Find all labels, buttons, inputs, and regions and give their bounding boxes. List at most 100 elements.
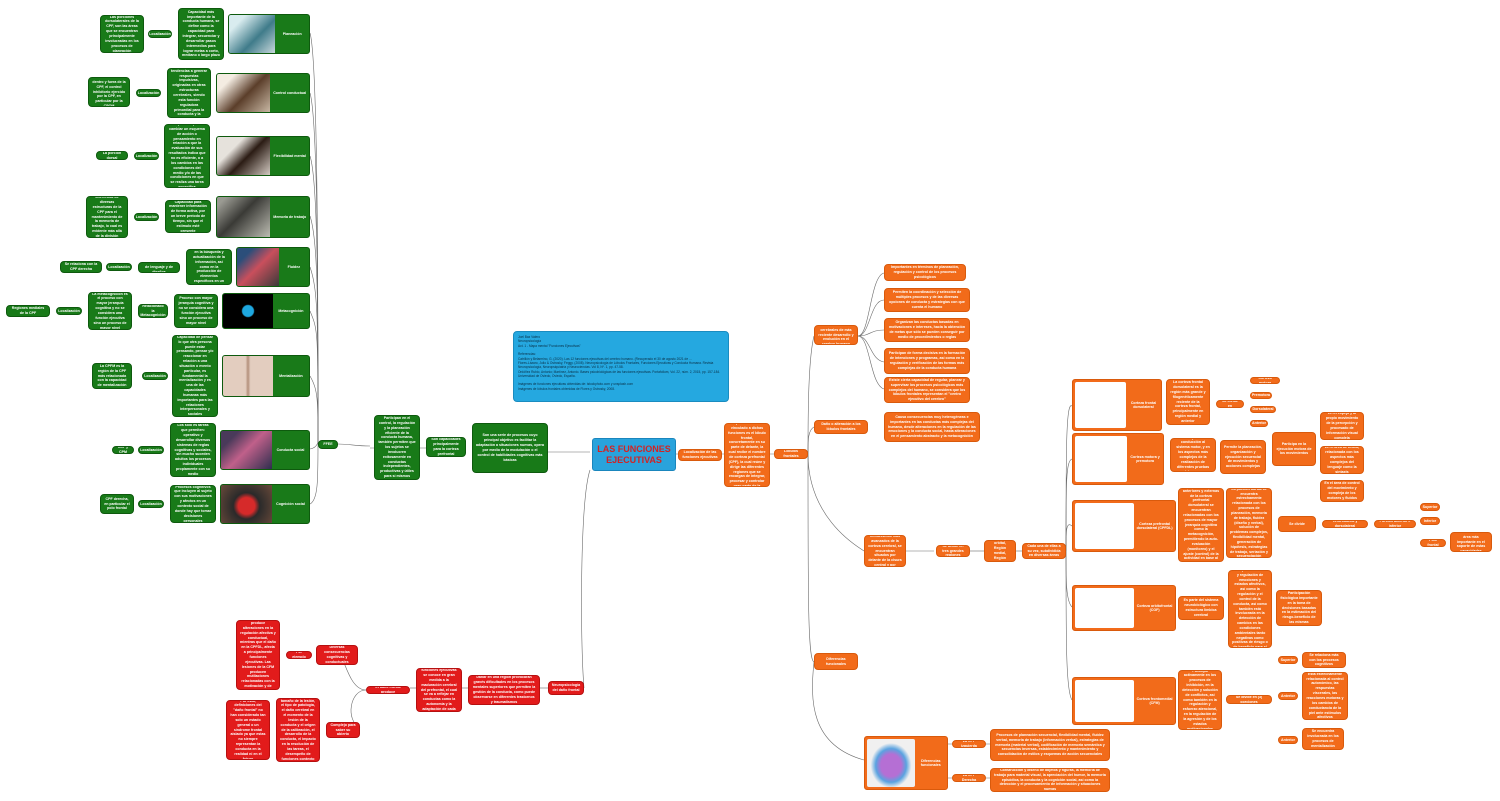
cortex-split[interactable]: Se divide	[1278, 516, 1316, 532]
loc-label[interactable]: Localización	[106, 263, 132, 271]
example-label[interactable]: Por ejemplo	[286, 651, 312, 659]
cortex-desc-3[interactable]: Participación fisiológica importante en …	[1276, 590, 1322, 626]
branch-desc[interactable]: Capacidad más importante de la conducta …	[178, 8, 224, 60]
definition-node[interactable]: Son capacidades principalmente para la c…	[426, 437, 466, 457]
cortex-desc[interactable]: Es parte del sistema neurobiológico con …	[1178, 596, 1224, 620]
loc-desc[interactable]: Existe participación diferencial de dive…	[86, 196, 128, 238]
syndrome-node[interactable]: El daño frontal produce	[366, 686, 410, 694]
branch-metacognicion[interactable]: Metacognición	[222, 293, 310, 329]
cortex-prefrontal-dorsolateral[interactable]: Corteza prefrontal dorsolateral (CPFDL)	[1072, 500, 1176, 552]
cortex-sub[interactable]: Inferior	[1420, 517, 1440, 525]
intro1-item[interactable]: Organizan las conductas basadas en motiv…	[884, 318, 970, 342]
intro1-item[interactable]: Importantes en términos de planeación, r…	[884, 264, 966, 281]
loc-desc[interactable]: Pueden ser: Fluidez de lenguaje y de dis…	[138, 262, 180, 273]
branch-desc[interactable]: Los sólo es tareas que permiten: operati…	[170, 423, 216, 477]
neuro-text[interactable]: Dañar en una región provocarán gravés di…	[468, 675, 540, 705]
cortex-desc[interactable]: Participa activamente en los procesos de…	[1178, 670, 1222, 730]
alterations-node[interactable]: Daño o alteración a los lóbulos frontale…	[814, 420, 868, 434]
loc-label[interactable]: Localización	[134, 152, 159, 160]
intro-node[interactable]: Participan en el control, la regulación …	[374, 415, 420, 480]
diff-left-val[interactable]: Procesos de planeación secuencial, flexi…	[990, 729, 1110, 761]
branch-flexibilidad-mental[interactable]: Flexibilidad mental	[216, 136, 310, 176]
diff-right-key[interactable]: La CPF Derecha	[952, 774, 986, 782]
cortex-sub[interactable]: Polo frontal	[1420, 539, 1446, 547]
cortex-split-2[interactable]: Ventrolateral y dorsolateral	[1322, 520, 1368, 528]
region-node[interactable]: La región cerebral que más se ha vincula…	[724, 423, 770, 487]
diff-right-val[interactable]: Construcción y diseño de objetos y figur…	[990, 768, 1110, 792]
intro1-item[interactable]: Permiten la coordinación y selección de …	[884, 288, 970, 312]
cortex-desc[interactable]: La corteza frontal dorsolateral es la re…	[1166, 379, 1210, 425]
cortex-orbitofrontal[interactable]: Corteza orbitofrontal (COF)	[1072, 585, 1176, 631]
example-text[interactable]: Diversas consecuencias cognitivas y cond…	[316, 645, 358, 665]
branch-desc[interactable]: Permite retrasar las tendencias a genera…	[167, 68, 211, 118]
loc-label[interactable]: Localización	[142, 372, 168, 380]
intro1-node[interactable]: Son las estructuras cerebrales de más re…	[814, 325, 858, 345]
cortex-sub[interactable]: En el área de control del movimiento y c…	[1320, 480, 1364, 502]
alterations-text[interactable]: Causa consecuencias muy heterogéneas e i…	[884, 412, 980, 442]
division-intro[interactable]: Los lóbulos frontales son los mecanismos…	[864, 535, 906, 567]
cortex-sub[interactable]: Superior	[1420, 503, 1440, 511]
cortex-desc-3[interactable]: Participa en la ejecución motora de los …	[1272, 432, 1316, 466]
branch-desc[interactable]: Capacidad para cambiar un esquema de acc…	[164, 124, 210, 188]
loc-label[interactable]: Localización	[138, 500, 164, 508]
division-sub[interactable]: Cada una de ellas a su vez, subdividida …	[1022, 543, 1066, 559]
cortex-desc-2[interactable]: Permite la planeación, organización y ej…	[1220, 440, 1266, 474]
cortex-sub[interactable]: En el área de Broca, relacionada con los…	[1320, 446, 1364, 474]
loc-label[interactable]: Localización	[134, 213, 159, 221]
loc-desc[interactable]: CPF derecha, en particular el polo front…	[100, 494, 134, 514]
cortex-sub-val[interactable]: Está estrechamente relacionada al contro…	[1302, 672, 1348, 720]
loc-desc[interactable]: Relacionado la Metacognición	[138, 304, 168, 318]
cortex-desc-2[interactable]: La porción dorsal se encuentra estrecham…	[1226, 488, 1272, 558]
branch-desc[interactable]: Proceso con mayor jerarquía cognitiva y …	[174, 294, 218, 328]
loc-label[interactable]: Localización	[136, 89, 161, 97]
cortex-desc-2[interactable]: Su función principal es el procesamiento…	[1228, 570, 1272, 648]
example-long[interactable]: El daño en la CDF produce alteraciones e…	[236, 620, 280, 690]
branch-control-conductual[interactable]: Control conductual	[216, 73, 310, 113]
cortex-desc[interactable]: Participa en la conducción al sistema mo…	[1170, 438, 1216, 472]
loc-desc[interactable]: La CPFM es la región de la CPF más relac…	[92, 363, 132, 389]
cortex-motora[interactable]: Corteza motora y premotora	[1072, 433, 1164, 485]
diff-left-key[interactable]: La CPF izquierda	[952, 740, 986, 748]
branch-desc[interactable]: Capacidad para mantener información de f…	[165, 200, 211, 233]
branch-desc[interactable]: Capacidad de pensar lo que otra persona …	[172, 335, 218, 417]
objective-node[interactable]: Son una serie de procesos cuyo principal…	[472, 423, 548, 473]
neuro-node[interactable]: Neuropsicología del daño frontal	[548, 681, 584, 695]
division-region[interactable]: Región orbital, Región medial, Región do…	[984, 540, 1016, 562]
loc-label[interactable]: Localización	[138, 446, 164, 454]
loc-desc[interactable]: Las porciones dorsolaterales de la CPF, …	[100, 15, 144, 53]
branch-fluidez[interactable]: Fluidez	[236, 247, 310, 287]
loc-desc[interactable]: Se ilustra a cabo dentro y fuera de la C…	[88, 77, 130, 107]
cortex-sub[interactable]: Anterior	[1250, 420, 1268, 427]
loc-desc[interactable]: La porción dorsal	[96, 151, 128, 160]
cortex-desc[interactable]: Las porciones más anteriores y externas …	[1178, 488, 1224, 562]
branch-planeacion[interactable]: Planeación	[228, 14, 310, 54]
loc-desc-extra[interactable]: Se relaciona con la CPF derecha	[60, 261, 102, 273]
cortex-split-3[interactable]: Porción anterior e inferior	[1374, 520, 1416, 528]
branch-mentalizacion[interactable]: Mentalización	[222, 355, 310, 397]
diff-node[interactable]: Diferencias funcionales	[814, 653, 858, 670]
branch-memoria-de-trabajo[interactable]: Memoria de trabajo	[216, 196, 310, 238]
cortex-split-label[interactable]: Se divide en (3) porciones	[1226, 695, 1272, 704]
loc-desc-extra[interactable]: La metacognición es el proceso con mayor…	[88, 292, 132, 330]
cortex-sub-key[interactable]: Anterior	[1278, 736, 1298, 744]
final-node[interactable]: Por esta, definiciones del "daño frontal…	[226, 700, 270, 760]
localization-node[interactable]: Localización de las funciones ejecutivas	[678, 449, 722, 461]
cortex-sub-key[interactable]: Superior	[1278, 656, 1298, 664]
intro1-item[interactable]: Participan de forma decisiva en la forma…	[884, 348, 970, 374]
intro1-item[interactable]: Existe cierta capacidad de regular, plan…	[884, 377, 970, 403]
loc-desc[interactable]: CDF y CPM	[112, 446, 134, 454]
loc-label[interactable]: Localización	[56, 307, 82, 315]
cortex-sub[interactable]: Dorsolateral	[1250, 406, 1276, 413]
loc-desc-regions[interactable]: Regiones mediales de la CPF	[6, 305, 50, 317]
loc-label[interactable]: Localización	[148, 30, 172, 38]
cortex-sub-key[interactable]: Anterior	[1278, 692, 1298, 700]
cortex-sub-val[interactable]: Se encuentra involucrada en los procesos…	[1302, 728, 1344, 750]
branch-cognicion-social[interactable]: Cognición social	[220, 484, 310, 524]
cortex-sub-val[interactable]: Se relaciona más con los procesos cognit…	[1302, 652, 1346, 668]
cortex-polo-desc[interactable]: Se considera el área más importante en e…	[1450, 532, 1492, 552]
branch-desc[interactable]: Procesos cognitivos que incluyen al suje…	[170, 485, 216, 523]
lobulos-node[interactable]: Lóbulos frontales	[774, 449, 808, 459]
complex-long[interactable]: La variabilidad del tamaño de la lesión,…	[276, 698, 320, 762]
central-topic[interactable]: LAS FUNCIONES EJECUTIVAS	[592, 438, 676, 471]
cortex-sub[interactable]: Premotora	[1250, 392, 1272, 399]
